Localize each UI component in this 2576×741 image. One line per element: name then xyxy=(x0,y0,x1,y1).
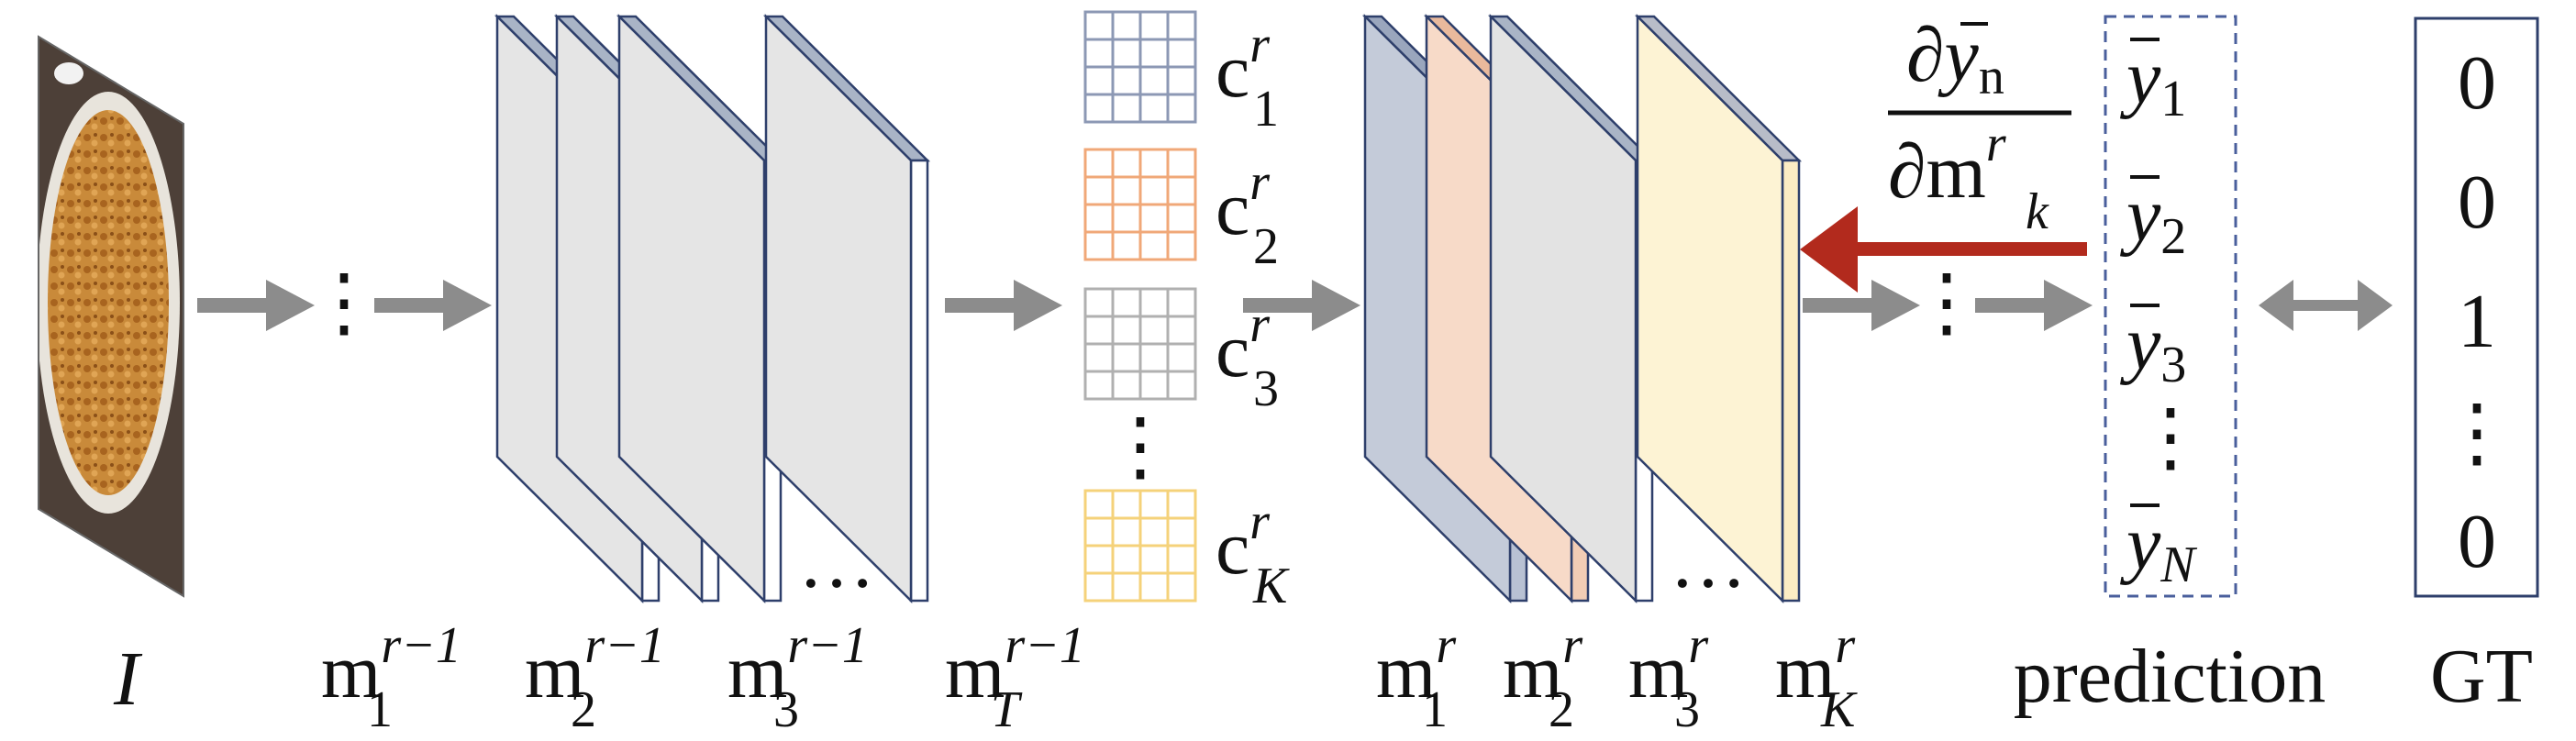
prediction-entry-2: y2 xyxy=(2119,172,2186,265)
gt-entry-N: 0 xyxy=(2458,499,2496,584)
channel-grid-K xyxy=(1083,489,1197,603)
prev-map-3 xyxy=(616,13,784,604)
prediction-vdots: ⋮ xyxy=(2132,395,2209,481)
gt-entry-3: 1 xyxy=(2458,279,2496,364)
gt-entry-1: 0 xyxy=(2458,40,2496,126)
feature-maps xyxy=(1361,13,1803,604)
input-image xyxy=(38,35,184,598)
prev-maps-ellipsis: … xyxy=(798,519,875,604)
feature-map-3 xyxy=(1487,13,1656,604)
channel-grid-2 xyxy=(1083,148,1197,261)
channel-vdots: ⋮ xyxy=(1102,404,1179,490)
gradient-numerator: ∂yn xyxy=(1906,13,2004,105)
prev-feature-maps xyxy=(494,13,931,604)
prediction-entry-1: y1 xyxy=(2119,35,2186,127)
gradient-fraction: ∂yn ∂mrk xyxy=(1888,13,2071,240)
gt-label: GT xyxy=(2430,634,2533,719)
flow-arrows xyxy=(197,280,2093,331)
gt-entry-2: 0 xyxy=(2458,160,2496,245)
gt-entries: 0 0 1 ⋮ 0 xyxy=(2438,40,2515,584)
gt-vdots: ⋮ xyxy=(2438,391,2515,476)
gradient-denominator: ∂mrk xyxy=(1888,116,2049,240)
channel-grid-1 xyxy=(1083,10,1197,124)
flow-dots-right: ⋮ xyxy=(1908,260,1985,346)
prev-map-T xyxy=(762,13,931,604)
feature-map-K xyxy=(1634,13,1803,604)
flow-dots-left: ⋮ xyxy=(305,260,383,346)
channel-grid-3 xyxy=(1083,287,1197,401)
channel-grids xyxy=(1083,10,1197,603)
prediction-label: prediction xyxy=(2014,634,2326,719)
prediction-box xyxy=(2104,15,2237,598)
prediction-entry-3: y3 xyxy=(2119,301,2186,393)
feature-maps-ellipsis: … xyxy=(1670,519,1747,604)
backward-gradient-arrow xyxy=(1800,206,2087,293)
comparison-double-arrow xyxy=(2259,280,2393,331)
prediction-entry-N: yN xyxy=(2119,501,2197,593)
gt-box xyxy=(2414,17,2539,598)
input-label: I xyxy=(113,636,143,722)
prediction-entries: y1 y2 y3 ⋮ yN xyxy=(2119,35,2209,593)
